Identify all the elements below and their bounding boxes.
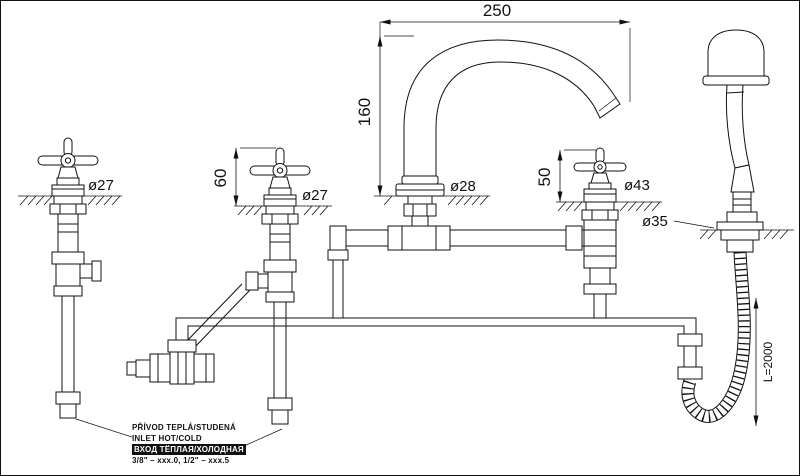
dia-spout-base: ø28 bbox=[450, 178, 476, 195]
dim-hose-length: L=2000 bbox=[761, 341, 775, 382]
shower-hose bbox=[681, 251, 751, 423]
dia-shower-holder: ø35 bbox=[642, 213, 668, 230]
hand-shower bbox=[702, 29, 770, 253]
middle-valve bbox=[245, 147, 311, 425]
left-valve bbox=[37, 137, 102, 419]
hose-coil-ribs bbox=[682, 251, 750, 422]
dia-left-valve: ø27 bbox=[88, 177, 114, 194]
note-russian-highlighted: ВХОД ТЁПЛАЯ/ХОЛОДНАЯ bbox=[132, 444, 246, 455]
supply-pipes bbox=[61, 216, 697, 398]
spout-tee-block bbox=[401, 225, 439, 251]
note-czech: PŘÍVOD TEPLÁ/STUDENÁ bbox=[132, 423, 237, 432]
shower-deck-escutcheon bbox=[716, 221, 764, 231]
dia-diverter: ø43 bbox=[624, 177, 650, 194]
inlet-notes: PŘÍVOD TEPLÁ/STUDENÁ INLET HOT/COLD ВХОД… bbox=[132, 422, 246, 466]
shower-head bbox=[707, 29, 765, 77]
dim-valve-height: 60 bbox=[211, 169, 230, 188]
supply-tee bbox=[126, 339, 215, 385]
hose-supply-fitting bbox=[677, 333, 703, 380]
dim-diverter-height: 50 bbox=[535, 168, 554, 187]
dia-middle-valve: ø27 bbox=[302, 187, 328, 204]
dim-spout-height: 160 bbox=[355, 98, 374, 126]
diverter-body bbox=[583, 219, 617, 269]
dim-spout-reach: 250 bbox=[483, 1, 511, 20]
left-valve-inlet-tail bbox=[59, 403, 77, 419]
note-thread-sizes: 3/8" – xxx.0, 1/2" – xxx.5 bbox=[132, 456, 230, 465]
note-english: INLET HOT/COLD bbox=[132, 434, 202, 443]
shower-face-plate bbox=[702, 75, 770, 86]
middle-valve-cross-handle bbox=[249, 147, 311, 178]
dimensions-layer: 250 160 60 50 ø27 ø27 ø28 ø43 ø35 L=2000 bbox=[75, 1, 775, 447]
middle-valve-inlet-tail bbox=[271, 409, 289, 425]
left-valve-cross-handle bbox=[37, 137, 99, 168]
diverter-valve bbox=[573, 147, 627, 295]
spout-tee-left-elbow bbox=[329, 225, 347, 251]
diverter-cross-handle bbox=[573, 147, 627, 174]
spout bbox=[327, 39, 621, 261]
